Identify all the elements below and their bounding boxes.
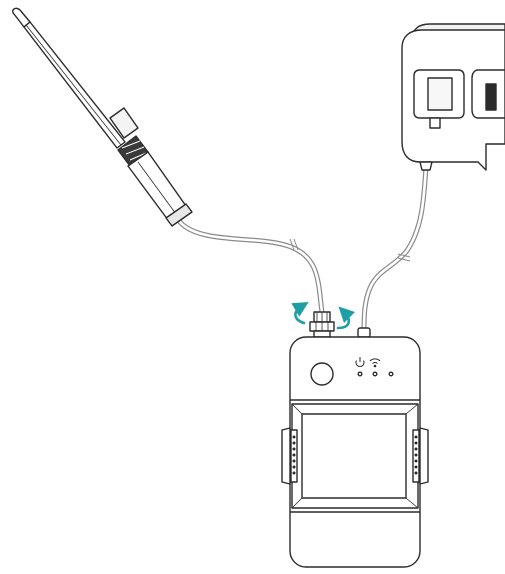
display-screen <box>301 413 407 499</box>
wifi-icon <box>369 358 381 368</box>
current-transformer-clamp <box>401 23 505 171</box>
wifi-led <box>372 371 378 377</box>
device-button <box>310 362 334 386</box>
power-icon <box>355 357 365 367</box>
antenna-cable <box>177 219 325 315</box>
antenna <box>11 7 193 227</box>
left-din-clip <box>281 427 298 485</box>
power-led <box>357 371 363 377</box>
ct-clamp-cable <box>361 163 429 333</box>
rotate-arrow-icon <box>291 301 309 325</box>
status-led <box>388 371 394 377</box>
right-din-clip <box>412 427 429 485</box>
rotate-arrow-icon <box>336 306 356 330</box>
antenna-connector <box>309 311 335 338</box>
power-meter-device <box>281 311 429 568</box>
